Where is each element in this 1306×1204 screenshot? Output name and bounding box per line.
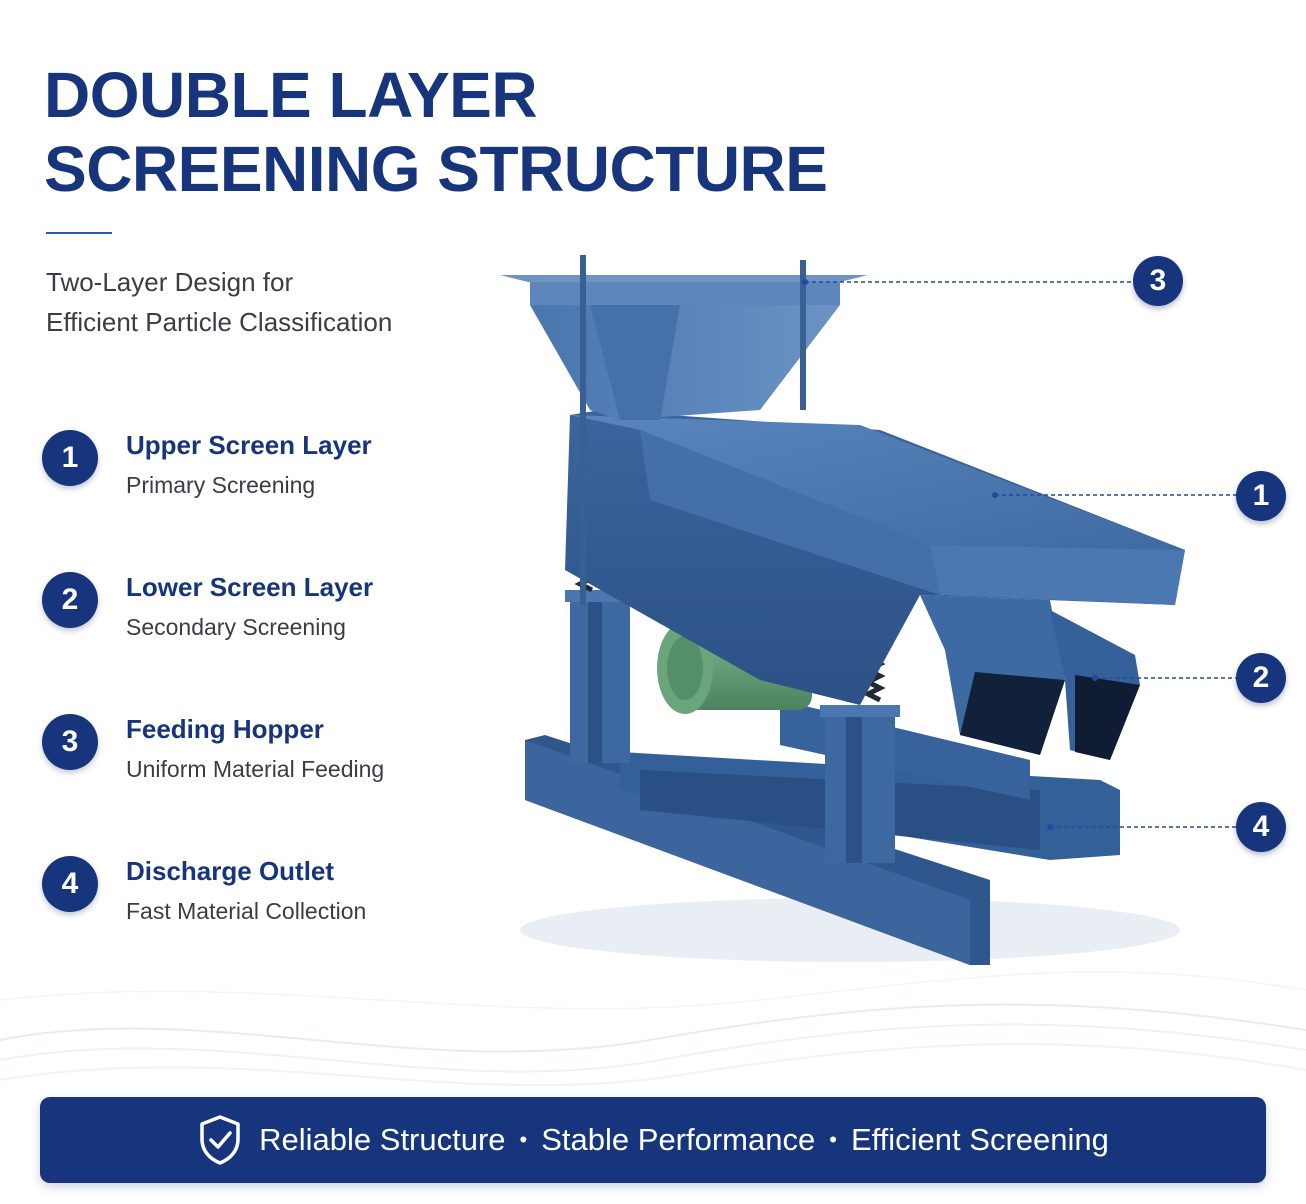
feature-number-badge: 4 <box>42 856 98 912</box>
support-legs <box>565 590 900 863</box>
features-banner: Reliable Structure • Stable Performance … <box>40 1097 1266 1183</box>
discharge-outlets <box>920 595 1140 760</box>
vibrating-screen-machine-illustration <box>500 255 1185 965</box>
feature-feeding-hopper: 3 Feeding Hopper Uniform Material Feedin… <box>42 710 462 800</box>
banner-item-efficient-screening: Efficient Screening <box>850 1122 1109 1157</box>
feature-number-badge: 2 <box>42 572 98 628</box>
page-title: DOUBLE LAYER SCREENING STRUCTURE <box>44 58 828 206</box>
feature-title: Discharge Outlet <box>126 856 335 886</box>
feature-upper-screen: 1 Upper Screen Layer Primary Screening <box>42 426 462 516</box>
banner-item-stable-performance: Stable Performance <box>541 1122 816 1157</box>
feeding-hopper <box>500 255 868 605</box>
title-divider <box>46 232 112 234</box>
subtitle: Two-Layer Design for Efficient Particle … <box>46 262 392 342</box>
screen-body <box>565 410 1185 705</box>
callout-badge-lower-screen: 2 <box>1236 653 1286 703</box>
feature-title: Upper Screen Layer <box>126 430 372 460</box>
callout-badge-hopper: 3 <box>1133 256 1183 306</box>
feature-lower-screen: 2 Lower Screen Layer Secondary Screening <box>42 568 462 658</box>
banner-separator: • <box>829 1127 837 1152</box>
feature-title: Lower Screen Layer <box>126 572 374 602</box>
banner-separator: • <box>519 1127 528 1152</box>
title-line-1: DOUBLE LAYER <box>44 59 538 131</box>
feature-title: Feeding Hopper <box>126 714 324 744</box>
callout-badge-discharge: 4 <box>1236 802 1286 852</box>
feature-number-badge: 1 <box>42 430 98 486</box>
feature-number-badge: 3 <box>42 714 98 770</box>
subtitle-line-2: Efficient Particle Classification <box>46 307 393 337</box>
subtitle-line-1: Two-Layer Design for <box>46 267 294 297</box>
feature-subtitle: Secondary Screening <box>126 614 346 640</box>
title-line-2: SCREENING STRUCTURE <box>44 133 828 205</box>
banner-item-reliable-structure: Reliable Structure <box>259 1122 506 1157</box>
callout-badge-upper-screen: 1 <box>1236 471 1286 521</box>
feature-discharge-outlet: 4 Discharge Outlet Fast Material Collect… <box>42 852 462 942</box>
feature-subtitle: Uniform Material Feeding <box>126 756 385 782</box>
feature-subtitle: Fast Material Collection <box>126 898 367 924</box>
shield-check-icon <box>200 1115 240 1165</box>
banner-content: Reliable Structure • Stable Performance … <box>197 1114 1109 1166</box>
feature-subtitle: Primary Screening <box>126 472 316 498</box>
